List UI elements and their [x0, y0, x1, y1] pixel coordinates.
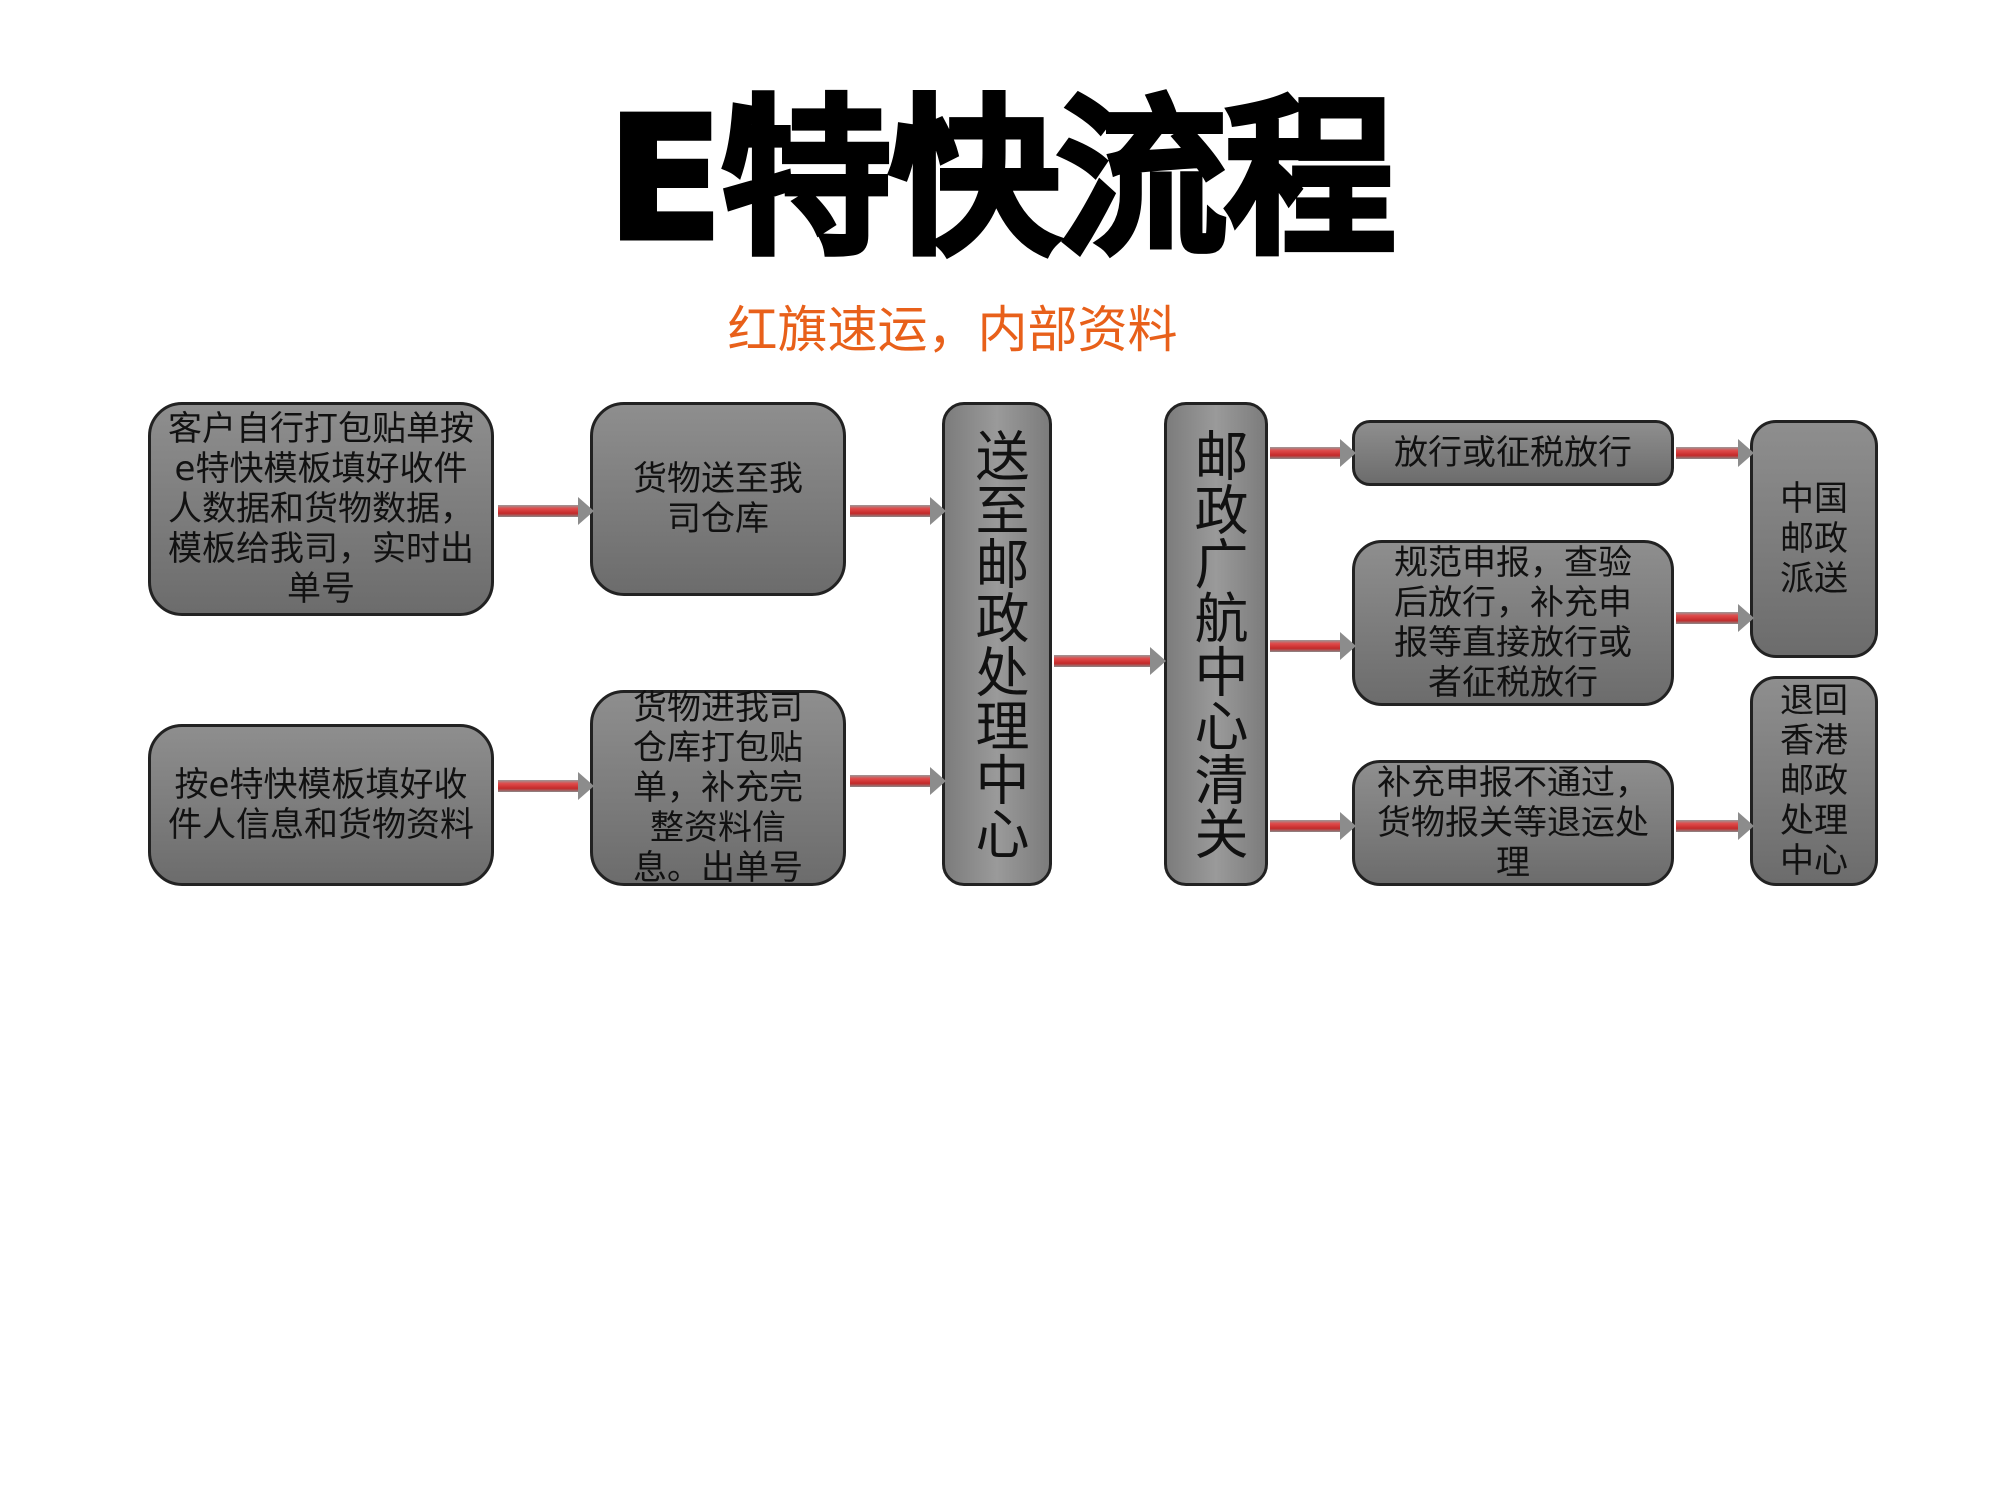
node-template-fill: 按e特快模板填好收件人信息和货物资料	[148, 724, 494, 886]
node-label: 补充申报不通过，货物报关等退运处理	[1377, 763, 1649, 883]
node-label: 货物进我司仓库打包贴单，补充完整资料信息。出单号	[633, 688, 803, 888]
node-label: 货物送至我司仓库	[633, 459, 803, 539]
node-label: 邮政广航中心清关	[1185, 428, 1248, 860]
arrow-customer-to-deliver	[498, 497, 594, 525]
node-release: 放行或征税放行	[1352, 420, 1674, 486]
arrow-release-to-china-post	[1676, 439, 1754, 467]
arrow-post-to-customs	[1054, 647, 1166, 675]
arrow-customs-to-inspect	[1270, 632, 1356, 660]
node-declare-fail: 补充申报不通过，货物报关等退运处理	[1352, 760, 1674, 886]
arrow-pack-to-post	[850, 767, 946, 795]
arrow-inspect-to-china-post	[1676, 604, 1754, 632]
node-label: 放行或征税放行	[1394, 433, 1632, 473]
arrow-customs-to-release	[1270, 439, 1356, 467]
page-title: E特快流程	[604, 81, 1397, 279]
node-post-processing: 送至邮政处理中心	[942, 402, 1052, 886]
node-label: 按e特快模板填好收件人信息和货物资料	[168, 765, 474, 845]
node-label: 中国邮政派送	[1780, 479, 1848, 599]
node-warehouse-pack: 货物进我司仓库打包贴单，补充完整资料信息。出单号	[590, 688, 846, 888]
node-return-hk: 退回香港邮政处理中心	[1750, 676, 1878, 886]
arrow-fail-to-return	[1676, 812, 1754, 840]
node-china-post: 中国邮政派送	[1750, 420, 1878, 658]
node-label: 客户自行打包贴单按e特快模板填好收件人数据和货物数据，模板给我司，实时出单号	[168, 409, 474, 609]
node-customs-center: 邮政广航中心清关	[1164, 402, 1268, 886]
node-declare-inspect: 规范申报，查验后放行，补充申报等直接放行或者征税放行	[1352, 540, 1674, 706]
node-label: 送至邮政处理中心	[966, 428, 1029, 860]
arrow-deliver-to-post	[850, 497, 946, 525]
arrow-customs-to-fail	[1270, 812, 1356, 840]
node-customer-self: 客户自行打包贴单按e特快模板填好收件人数据和货物数据，模板给我司，实时出单号	[148, 402, 494, 616]
page-subtitle: 红旗速运，内部资料	[727, 301, 1178, 359]
node-label: 退回香港邮政处理中心	[1780, 681, 1848, 881]
arrow-template-to-pack	[498, 772, 594, 800]
node-deliver-warehouse: 货物送至我司仓库	[590, 402, 846, 596]
node-label: 规范申报，查验后放行，补充申报等直接放行或者征税放行	[1394, 543, 1632, 703]
